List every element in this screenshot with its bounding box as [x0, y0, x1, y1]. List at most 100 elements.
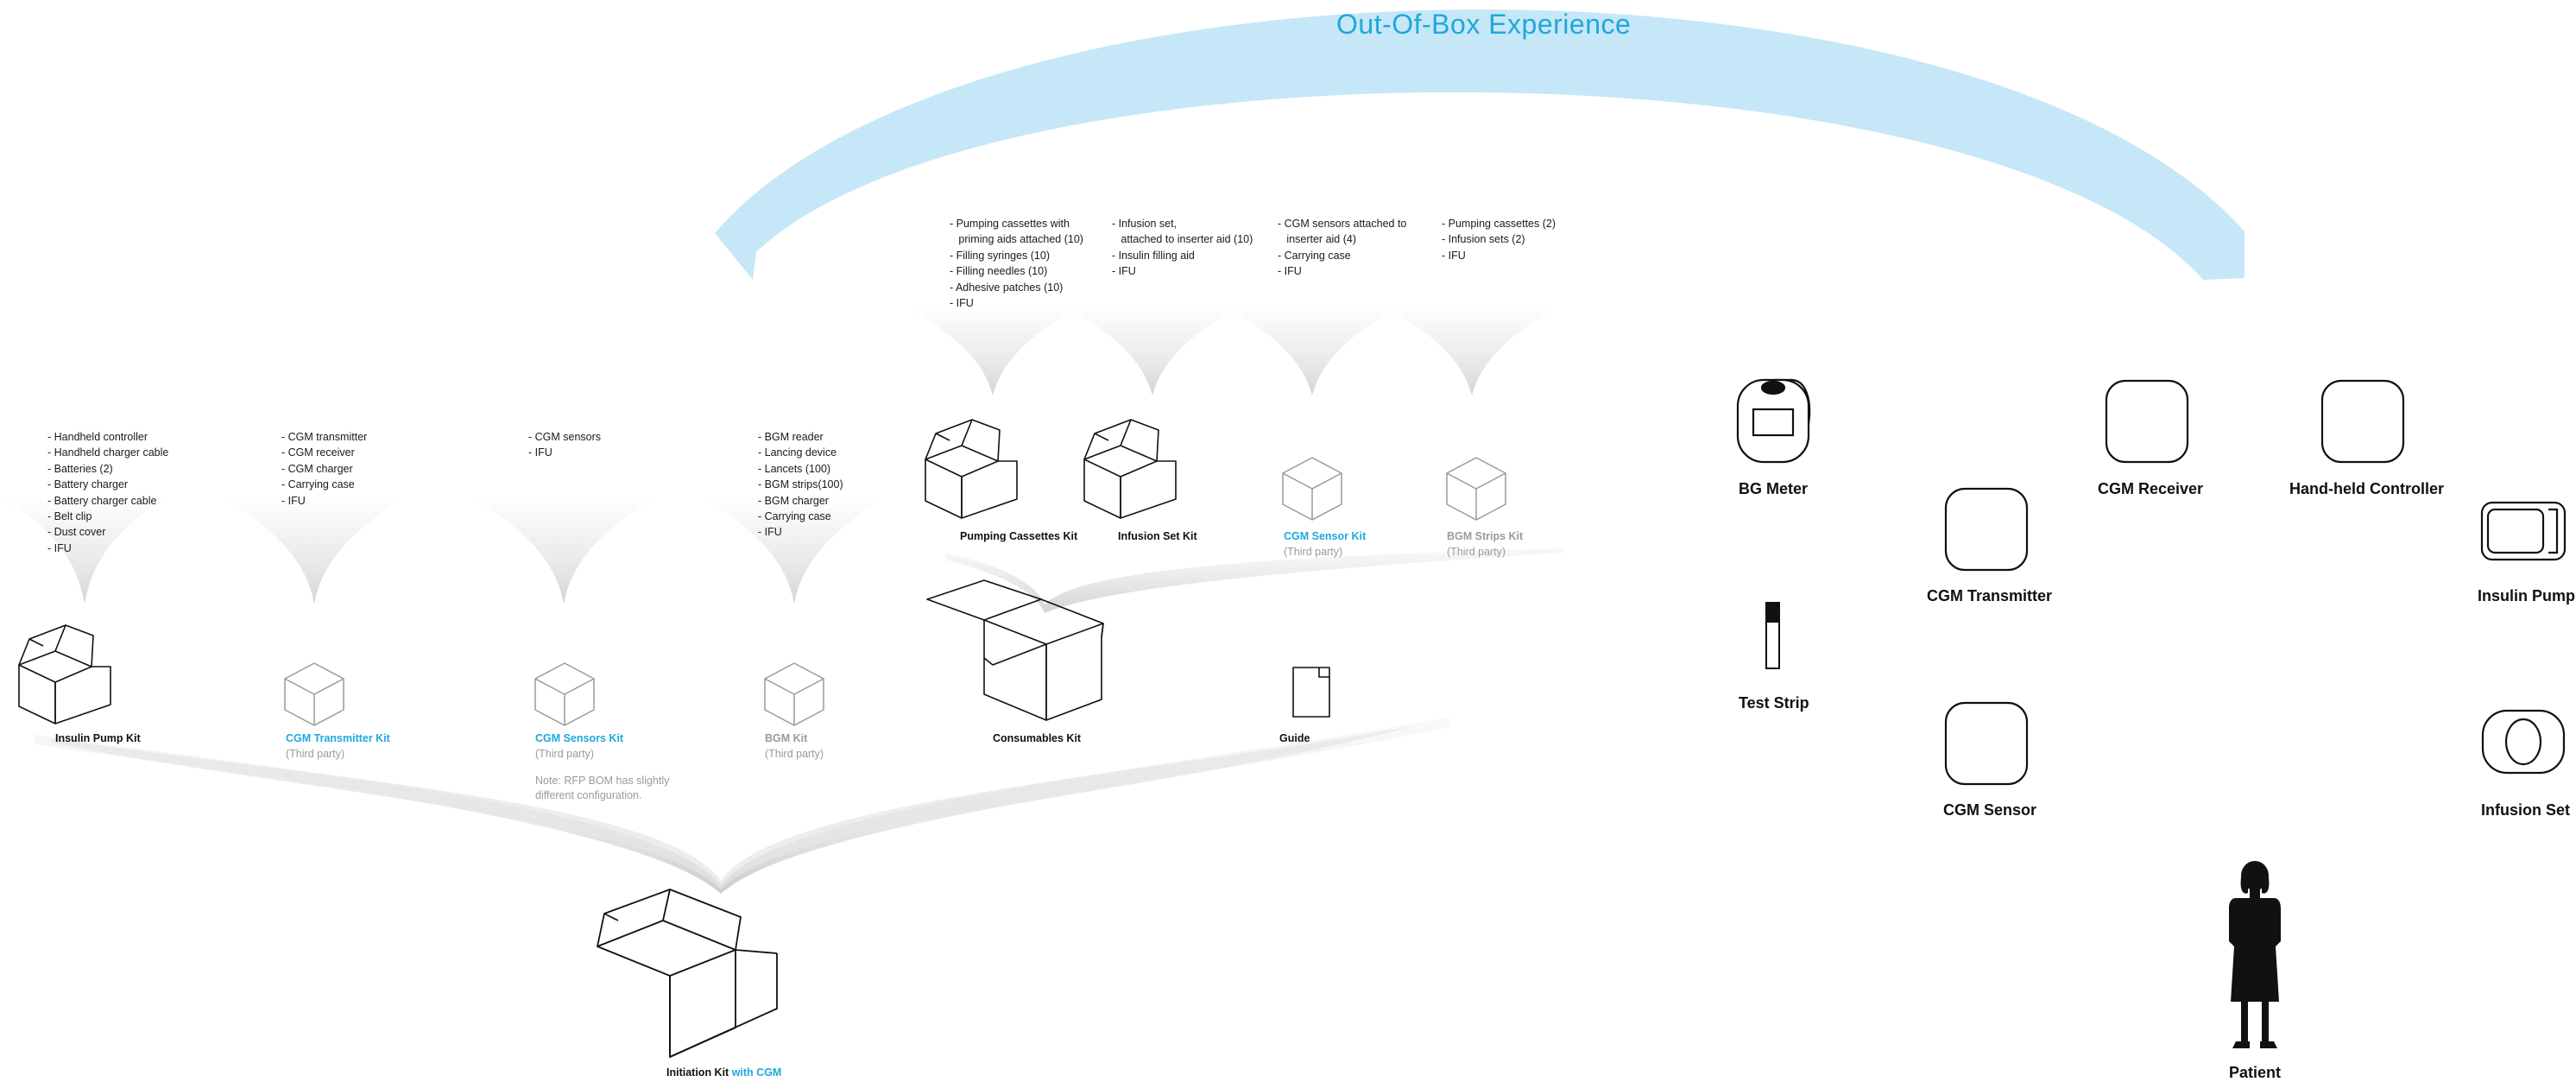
mid-list-cgm-sensors: - CGM sensors - IFU	[528, 429, 601, 461]
cgm-receiver-label: CGM Receiver	[2098, 480, 2204, 497]
list-item: - Filling syringes (10)	[950, 249, 1051, 262]
test-strip-device-icon	[1765, 602, 1780, 669]
pumping-cassettes-kit-label: Pumping Cassettes Kit	[960, 530, 1078, 542]
list-item: - Belt clip	[47, 510, 92, 523]
handheld-controller-label: Hand-held Controller	[2289, 480, 2444, 497]
bgm-strips-kit-label: BGM Strips Kit	[1447, 530, 1524, 542]
cgm-sensors-kit-cube-icon	[534, 662, 595, 726]
infusion-set-label: Infusion Set	[2481, 801, 2570, 819]
list-item: - IFU	[758, 526, 782, 539]
list-item: - Carrying case	[281, 478, 355, 491]
list-item: - Battery charger cable	[47, 494, 157, 507]
bgm-kit-label: BGM Kit	[765, 732, 808, 744]
cgm-transmitter-kit-label: CGM Transmitter Kit	[286, 732, 390, 744]
bgm-kit-sublabel: (Third party)	[765, 748, 824, 760]
list-item: - IFU	[1442, 249, 1466, 262]
cgm-sensor-kit-cube-icon	[1282, 457, 1342, 521]
consumables-box-icon	[926, 579, 1104, 721]
initiation-kit-label: Initiation Kit with CGM	[666, 1066, 781, 1080]
bgm-strips-kit-sublabel: (Third party)	[1447, 546, 1506, 558]
insulin-pump-kit-label: Insulin Pump Kit	[55, 732, 141, 744]
top-list-infusion: - Infusion set, attached to inserter aid…	[1112, 216, 1253, 280]
cgm-transmitter-kit-sublabel: (Third party)	[286, 748, 345, 760]
insulin-pump-box-icon	[18, 624, 111, 724]
initiation-kit-box-icon	[597, 889, 778, 1058]
cgm-sensor-label: CGM Sensor	[1943, 801, 2037, 819]
top-list-cgm-sensor: - CGM sensors attached to inserter aid (…	[1278, 216, 1406, 280]
infusion-set-box-icon	[1083, 419, 1177, 519]
list-item: - BGM charger	[758, 494, 829, 507]
list-item: - Handheld charger cable	[47, 446, 169, 459]
mid-list-cgm-transmitter: - CGM transmitter - CGM receiver - CGM c…	[281, 429, 367, 509]
list-item: - Lancets (100)	[758, 462, 831, 475]
list-item: - CGM sensors	[528, 431, 602, 443]
list-item: - Filling needles (10)	[950, 265, 1048, 278]
infusion-set-device-icon	[2481, 709, 2566, 775]
consumables-kit-label: Consumables Kit	[993, 732, 1082, 744]
list-item: - Pumping cassettes (2)	[1442, 218, 1556, 230]
list-item: - Battery charger	[47, 478, 129, 491]
list-item: - Dust cover	[47, 526, 106, 539]
cgm-sensors-kit-sublabel: (Third party)	[535, 748, 595, 760]
list-item: - BGM strips(100)	[758, 478, 843, 491]
list-item: - IFU	[281, 494, 306, 507]
list-item: - Infusion set,	[1112, 218, 1178, 230]
patient-label: Patient	[2229, 1064, 2282, 1081]
insulin-pump-label: Insulin Pump	[2478, 587, 2576, 604]
guide-document-icon	[1292, 667, 1330, 718]
list-item: inserter aid (4)	[1278, 233, 1357, 246]
list-item: attached to inserter aid (10)	[1112, 233, 1253, 246]
list-item: - IFU	[1278, 265, 1302, 278]
guide-label: Guide	[1279, 732, 1310, 744]
list-item: - Lancing device	[758, 446, 837, 459]
bg-meter-device-icon	[1736, 378, 1811, 464]
bgm-kit-cube-icon	[764, 662, 824, 726]
list-item: - Carrying case	[1278, 249, 1351, 262]
mid-funnels	[0, 497, 887, 604]
out-of-box-arc	[715, 9, 2245, 280]
cgm-sensors-kit-label: CGM Sensors Kit	[535, 732, 624, 744]
list-item: - Pumping cassettes with	[950, 218, 1070, 230]
list-item: - CGM transmitter	[281, 431, 368, 443]
test-strip-label: Test Strip	[1739, 694, 1809, 712]
cgm-transmitter-device-icon	[1944, 487, 2029, 572]
list-item: - CGM charger	[281, 462, 353, 475]
infusion-set-kit-label: Infusion Set Kit	[1118, 530, 1197, 542]
list-item: - Infusion sets (2)	[1442, 233, 1525, 246]
consumables-funnel	[945, 548, 1563, 613]
cgm-sensor-kit-label: CGM Sensor Kit	[1284, 530, 1367, 542]
list-item: priming aids attached (10)	[950, 233, 1083, 246]
initiation-kit-suffix: with CGM	[731, 1066, 782, 1079]
top-list-pumping: - Pumping cassettes with priming aids at…	[950, 216, 1083, 311]
initiation-kit-name: Initiation Kit	[666, 1066, 729, 1079]
list-item: - IFU	[47, 541, 72, 554]
cgm-transmitter-label: CGM Transmitter	[1927, 587, 2053, 604]
list-item: - BGM reader	[758, 431, 824, 443]
bgm-strips-kit-cube-icon	[1446, 457, 1506, 521]
list-item: - IFU	[950, 297, 974, 310]
list-item: - Adhesive patches (10)	[950, 281, 1064, 294]
top-funnels	[906, 307, 1558, 395]
list-item: - Carrying case	[758, 510, 831, 523]
cgm-receiver-device-icon	[2105, 379, 2189, 464]
list-item: - Insulin filling aid	[1112, 249, 1195, 262]
insulin-pump-device-icon	[2480, 501, 2567, 561]
list-item: - IFU	[528, 446, 552, 459]
diagram-title: Out-Of-Box Experience	[1336, 9, 1632, 40]
mid-list-bgm: - BGM reader - Lancing device - Lancets …	[758, 429, 843, 541]
list-item: - Handheld controller	[47, 431, 148, 443]
rfp-bom-note: Note: RFP BOM has slightly different con…	[535, 775, 670, 801]
patient-figure-icon	[2229, 861, 2281, 1048]
list-item: - CGM receiver	[281, 446, 355, 459]
mid-list-insulin-pump: - Handheld controller - Handheld charger…	[47, 429, 168, 556]
pumping-cassettes-box-icon	[925, 419, 1018, 519]
list-item: - IFU	[1112, 265, 1136, 278]
handheld-controller-device-icon	[2320, 379, 2405, 464]
cgm-sensor-device-icon	[1944, 701, 2029, 786]
cgm-transmitter-kit-cube-icon	[284, 662, 344, 726]
cgm-sensor-kit-sublabel: (Third party)	[1284, 546, 1343, 558]
bg-meter-label: BG Meter	[1739, 480, 1809, 497]
list-item: - Batteries (2)	[47, 462, 113, 475]
top-list-bgm-strips: - Pumping cassettes (2) - Infusion sets …	[1442, 216, 1556, 263]
